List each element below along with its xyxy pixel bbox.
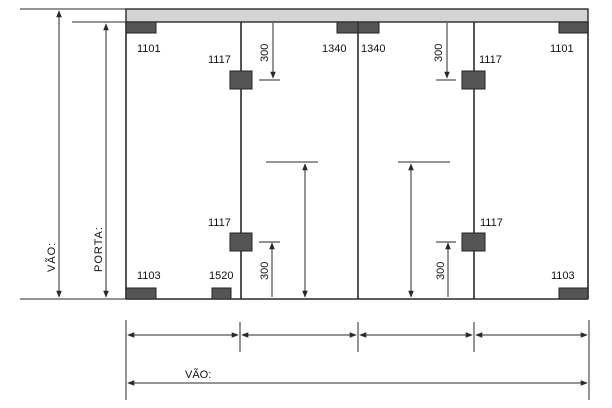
fitting-top-center-left <box>336 21 359 34</box>
hinge-bottom-right <box>461 232 486 252</box>
porta-vertical-label: PORTA: <box>93 226 105 272</box>
fitting-top-right <box>558 21 589 34</box>
code-top-left: 1101 <box>137 43 161 55</box>
code-bottom-hinge-left: 1117 <box>208 217 231 229</box>
vao-horizontal-label: VÃO: <box>185 368 211 381</box>
code-top-hinge-right: 1117 <box>479 54 502 66</box>
code-bottom-right: 1103 <box>551 270 575 282</box>
dim-top-right-300-label: 300 <box>433 44 445 62</box>
fitting-bottom-right <box>558 287 589 300</box>
dim-bottom-left-300-label: 300 <box>259 262 271 280</box>
code-top-center-left: 1340 <box>322 43 346 55</box>
hinge-top-left <box>229 70 253 90</box>
vao-vertical-label: VÃO: <box>45 242 58 272</box>
code-bottom-lock: 1520 <box>209 270 233 282</box>
code-bottom-hinge-right: 1117 <box>480 217 503 229</box>
fitting-bottom-left <box>125 287 157 300</box>
hinge-bottom-left <box>229 232 253 252</box>
code-top-center-right: 1340 <box>361 43 385 55</box>
dim-top-left-300-label: 300 <box>259 44 271 62</box>
fitting-top-center-right <box>357 21 380 34</box>
transom-bar <box>125 8 589 23</box>
dim-bottom-right-300-label: 300 <box>435 262 447 280</box>
code-top-hinge-left: 1117 <box>208 54 231 66</box>
hinge-top-right <box>461 70 486 90</box>
fitting-top-left <box>125 21 157 34</box>
code-top-right: 1101 <box>550 43 574 55</box>
lock-bottom <box>211 287 232 300</box>
code-bottom-left: 1103 <box>137 270 161 282</box>
